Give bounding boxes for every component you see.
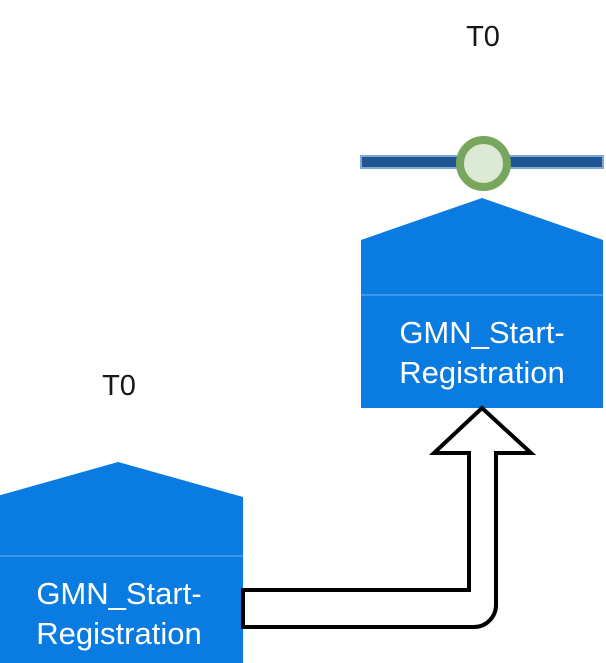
lane-label-bottom: T0 (102, 370, 136, 402)
node-target-shape[interactable] (361, 198, 603, 408)
node-source-label-line1: GMN_Start- (36, 576, 201, 611)
start-event-circle-icon[interactable] (456, 136, 511, 191)
connector-source-to-target-group[interactable] (241, 405, 537, 629)
lane-label-top: T0 (466, 21, 500, 53)
lane-marker-group[interactable] (456, 136, 511, 191)
node-target-label-line1: GMN_Start- (399, 315, 564, 350)
node-target-label-line2: Registration (399, 355, 564, 390)
node-source-label-line2: Registration (36, 616, 201, 651)
node-target-group[interactable]: GMN_Start- Registration (361, 198, 603, 408)
node-source-shape[interactable] (0, 462, 243, 663)
connector-source-to-target[interactable] (241, 405, 537, 629)
node-source-group[interactable]: GMN_Start- Registration (0, 462, 243, 663)
